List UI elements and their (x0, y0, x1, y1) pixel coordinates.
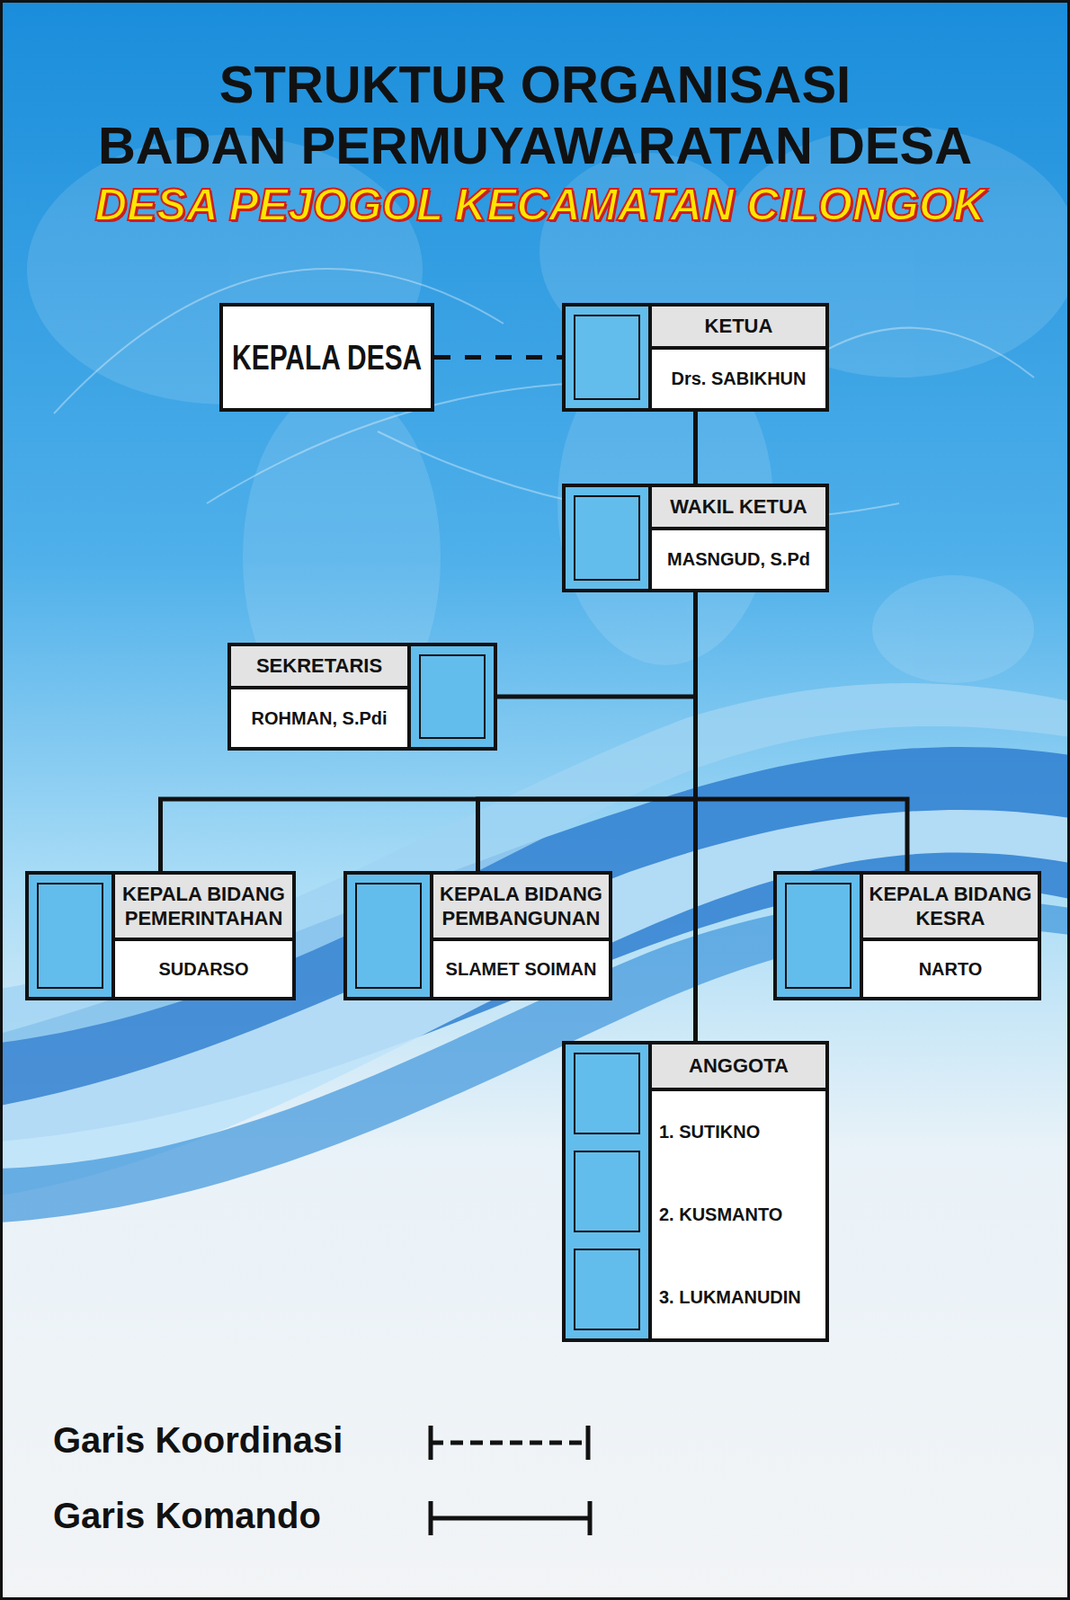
heading-line-box: BADAN PERMUYAWARATAN DESA (40, 116, 1030, 175)
position-title: WAKIL KETUA (669, 494, 807, 520)
box-body: SLAMET SOIMAN (433, 941, 609, 998)
box-header: KETUA (651, 306, 826, 350)
title-box: STRUKTUR ORGANISASI (40, 55, 1030, 114)
photo-frame (36, 882, 104, 990)
person-name: SUDARSO (158, 959, 249, 981)
position-title: KEPALA BIDANG PEMERINTAHAN (118, 882, 289, 932)
position-title: SEKRETARIS (256, 653, 383, 679)
box-header: KEPALA BIDANG PEMBANGUNAN (433, 874, 609, 942)
subtitle: DESA PEJOGOL KECAMATAN CILONGOK (95, 179, 986, 230)
division-box: KEPALA BIDANG PEMBANGUNAN SLAMET SOIMAN (343, 871, 613, 1001)
text-column: WAKIL KETUA MASNGUD, S.Pd (648, 487, 826, 589)
position-title: ANGGOTA (688, 1053, 789, 1079)
box-body: NARTO (863, 941, 1038, 998)
division-box: KEPALA BIDANG PEMERINTAHAN SUDARSO (25, 871, 296, 1001)
command-line (497, 592, 696, 697)
photo-placeholder (565, 487, 649, 589)
photo-placeholder (776, 874, 860, 998)
member-list: 1. SUTIKNO 2. KUSMANTO 3. LUKMANUDIN (651, 1091, 826, 1339)
photo-frame (784, 882, 852, 990)
title: STRUKTUR ORGANISASI (219, 55, 851, 114)
box-header: SEKRETARIS (231, 646, 408, 690)
text-column: ANGGOTA 1. SUTIKNO 2. KUSMANTO 3. LUKMANUDI… (648, 1044, 826, 1339)
photo-frame (573, 1052, 641, 1135)
person-name: NARTO (918, 959, 983, 981)
photo-frame (355, 882, 422, 990)
member-name: 1. SUTIKNO (659, 1122, 760, 1143)
box-body: MASNGUD, S.Pd (651, 530, 826, 589)
box-header: ANGGOTA (651, 1044, 826, 1092)
box-body: ROHMAN, S.Pdi (231, 689, 408, 748)
photo-frame (573, 314, 641, 401)
network-lines (53, 268, 1035, 520)
chair-box: KETUA Drs. SABIKHUN (561, 303, 830, 412)
secretary-box: SEKRETARIS ROHMAN, S.Pdi (227, 642, 498, 751)
box-title: KEPALA DESA (231, 337, 422, 378)
position-title: KEPALA BIDANG KESRA (866, 882, 1035, 932)
command-line (693, 592, 698, 1042)
person-name: MASNGUD, S.Pd (667, 549, 811, 571)
photo-placeholder (410, 646, 494, 748)
text-column: KEPALA BIDANG KESRA NARTO (859, 874, 1038, 998)
legend-text: Garis Komando (53, 1496, 321, 1537)
legend-samples (430, 1426, 590, 1536)
members-box: ANGGOTA 1. SUTIKNO 2. KUSMANTO 3. LUKMANUDI… (561, 1041, 830, 1343)
waves (0, 683, 1070, 1223)
command-line (478, 592, 696, 872)
command-line (695, 592, 909, 872)
position-title: KEPALA BIDANG PEMBANGUNAN (436, 882, 606, 932)
photo-frame (573, 1248, 641, 1331)
member-name: 2. KUSMANTO (659, 1204, 783, 1226)
photo-placeholder (565, 306, 649, 409)
division-box: KEPALA BIDANG KESRA NARTO (773, 871, 1042, 1001)
member-row: 1. SUTIKNO (659, 1122, 822, 1143)
photo-placeholder (565, 1044, 649, 1339)
box-body: Drs. SABIKHUN (651, 349, 826, 409)
member-row: 2. KUSMANTO (659, 1204, 822, 1226)
heading-line: BADAN PERMUYAWARATAN DESA (98, 116, 972, 175)
box-header: WAKIL KETUA (651, 487, 826, 531)
vice-chair-box: WAKIL KETUA MASNGUD, S.Pd (561, 483, 830, 593)
position-title: KETUA (704, 313, 774, 339)
photo-frame (573, 495, 641, 581)
command-line (160, 592, 696, 872)
person-name: ROHMAN, S.Pdi (250, 708, 387, 730)
world-map (26, 125, 1070, 729)
box-body: SUDARSO (115, 941, 293, 998)
text-column: KETUA Drs. SABIKHUN (648, 306, 826, 409)
head-box: KEPALA DESA (219, 303, 435, 412)
person-name: Drs. SABIKHUN (670, 368, 806, 390)
photo-frame (419, 654, 486, 740)
coordination-line (434, 355, 562, 360)
text-column: KEPALA BIDANG PEMBANGUNAN SLAMET SOIMAN (429, 874, 609, 998)
command-line (693, 411, 698, 484)
subtitle-box: DESA PEJOGOL KECAMATAN CILONGOK (85, 179, 985, 230)
text-column: SEKRETARIS ROHMAN, S.Pdi (231, 646, 411, 748)
person-name: SLAMET SOIMAN (445, 959, 598, 981)
text-column: KEPALA BIDANG PEMERINTAHAN SUDARSO (111, 874, 293, 998)
photo-frame (573, 1150, 641, 1233)
box-header: KEPALA BIDANG KESRA (863, 874, 1038, 942)
member-name: 3. LUKMANUDIN (659, 1287, 802, 1309)
photo-placeholder (28, 874, 112, 998)
box-header: KEPALA BIDANG PEMERINTAHAN (115, 874, 293, 942)
photo-placeholder (347, 874, 430, 998)
member-row: 3. LUKMANUDIN (659, 1287, 822, 1309)
legend-text: Garis Koordinasi (53, 1420, 343, 1462)
